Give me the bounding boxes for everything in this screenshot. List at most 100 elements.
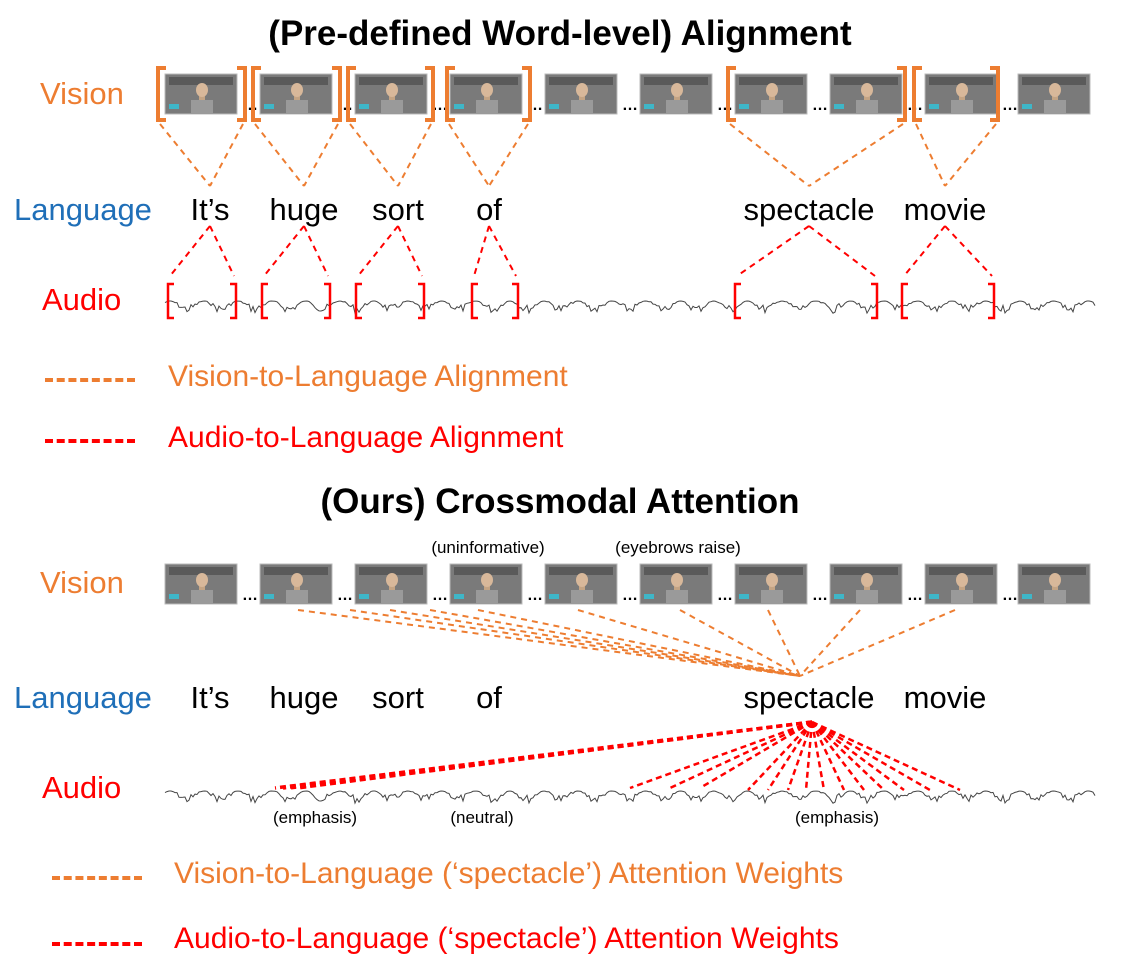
vision-to-word-line	[159, 123, 211, 187]
frame-logo	[549, 594, 559, 599]
word-to-audio-line	[169, 225, 211, 277]
vision-to-word-line	[397, 123, 432, 187]
frame-ceiling	[644, 77, 708, 85]
frame-ceiling	[929, 567, 993, 575]
frame-ceiling	[1022, 77, 1086, 85]
audio-attention-line	[669, 720, 813, 790]
frame-ceiling	[929, 77, 993, 85]
vision-attention-line	[799, 609, 861, 677]
frame-ceiling	[359, 567, 423, 575]
frame-speaker-head	[481, 83, 493, 97]
audio-bracket-left	[166, 282, 174, 320]
bottom-language-label: Language	[14, 680, 152, 715]
frame-ellipsis: …	[527, 587, 543, 604]
audio-bracket-right	[418, 282, 426, 320]
frame-ellipsis: …	[242, 587, 258, 604]
frame-ellipsis: …	[717, 97, 733, 114]
frame-ellipsis: …	[622, 97, 638, 114]
vision-attention-legend-label: Vision-to-Language (‘spectacle’) Attenti…	[174, 857, 844, 890]
frame-ceiling	[264, 567, 328, 575]
frame-speaker-head	[291, 573, 303, 587]
vision-attention-line	[389, 609, 801, 677]
audio-attention-line	[811, 720, 905, 792]
frame-ceiling	[264, 77, 328, 85]
top-word-its: It’s	[190, 192, 230, 227]
frame-speaker-head	[386, 573, 398, 587]
vision-bracket-left	[156, 66, 166, 122]
frame-speaker-shirt	[191, 100, 213, 114]
top-language-label: Language	[14, 192, 152, 227]
top-word-sort: sort	[372, 192, 424, 227]
frame-logo	[454, 104, 464, 109]
audio-note-emphasis-1: (emphasis)	[272, 808, 358, 827]
vision-attention-line	[349, 609, 801, 677]
frame-logo	[264, 104, 274, 109]
vision-note-uninformative: (uninformative)	[431, 538, 545, 557]
word-to-audio-line	[303, 225, 329, 277]
vision-bracket-right	[522, 66, 532, 122]
frame-logo	[169, 594, 179, 599]
video-frame-thumbnail	[1017, 73, 1091, 115]
frame-ellipsis: …	[622, 587, 638, 604]
top-audio-brackets	[166, 282, 996, 320]
vision-bracket-right	[237, 66, 247, 122]
frame-speaker-head	[196, 573, 208, 587]
vision-to-word-line	[944, 123, 997, 187]
vision-bracket-left	[726, 66, 736, 122]
frame-speaker-head	[861, 573, 873, 587]
top-word-spectacle: spectacle	[743, 192, 875, 227]
frame-ceiling	[169, 77, 233, 85]
frame-ceiling	[549, 77, 613, 85]
bottom-word-spectacle: spectacle	[743, 680, 875, 715]
frame-speaker-shirt	[571, 100, 593, 114]
frame-speaker-shirt	[381, 590, 403, 604]
frame-logo	[739, 594, 749, 599]
bottom-vision-frames: ………………………	[164, 563, 1091, 605]
audio-waveform-path	[164, 300, 1096, 315]
vision-to-word-line	[254, 123, 305, 187]
frame-speaker-head	[291, 83, 303, 97]
video-frame-thumbnail	[924, 563, 998, 605]
frame-ceiling	[739, 77, 803, 85]
audio-attention-line	[699, 720, 813, 790]
frame-speaker-shirt	[856, 100, 878, 114]
word-to-audio-line	[263, 225, 305, 277]
vision-to-word-line	[349, 123, 399, 187]
vision-note-eyebrows-raise: (eyebrows raise)	[615, 538, 741, 557]
vision-to-word-line	[729, 123, 810, 187]
video-frame-thumbnail	[544, 563, 618, 605]
frame-ceiling	[739, 567, 803, 575]
video-frame-thumbnail	[829, 73, 903, 115]
frame-speaker-shirt	[761, 100, 783, 114]
frame-ceiling	[549, 567, 613, 575]
bottom-audio-label: Audio	[42, 770, 122, 805]
vision-bracket-left	[346, 66, 356, 122]
frame-speaker-head	[1049, 83, 1061, 97]
audio-bracket-right	[988, 282, 996, 320]
bottom-word-sort: sort	[372, 680, 424, 715]
bottom-vision-attention-lines	[297, 609, 956, 677]
vision-attention-line	[679, 609, 801, 677]
frame-ceiling	[169, 567, 233, 575]
vision-attention-line	[297, 609, 801, 677]
frame-ellipsis: …	[812, 97, 828, 114]
frame-speaker-shirt	[571, 590, 593, 604]
frame-speaker-head	[1049, 573, 1061, 587]
vision-bracket-left	[445, 66, 455, 122]
frame-logo	[1022, 594, 1032, 599]
bottom-audio-waveform	[164, 790, 1096, 805]
word-to-audio-line	[944, 225, 993, 277]
frame-ellipsis: …	[1002, 97, 1018, 114]
video-frame-thumbnail	[924, 73, 998, 115]
top-vision-brackets	[156, 66, 1000, 122]
frame-speaker-head	[576, 573, 588, 587]
audio-note-neutral: (neutral)	[450, 808, 514, 827]
audio-attention-line	[786, 721, 814, 791]
frame-speaker-shirt	[951, 100, 973, 114]
frame-ceiling	[834, 77, 898, 85]
top-word-of: of	[476, 192, 502, 227]
frame-ceiling	[359, 77, 423, 85]
audio-attention-line	[811, 721, 885, 791]
audio-bracket-left	[354, 282, 362, 320]
audio-attention-line	[766, 721, 814, 791]
